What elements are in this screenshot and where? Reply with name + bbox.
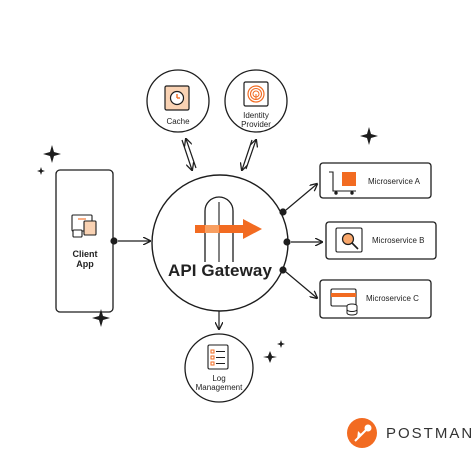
microservice-a-node bbox=[319, 162, 432, 199]
sparkle-icon bbox=[37, 167, 45, 175]
microservice-c-label: Microservice C bbox=[366, 294, 419, 303]
stopwatch-icon bbox=[164, 85, 190, 111]
postman-logo-icon bbox=[347, 418, 377, 448]
microservice-b-label: Microservice B bbox=[372, 236, 425, 245]
client-app-label: Client App bbox=[60, 249, 110, 270]
gateway-microservice-b-connector bbox=[283, 238, 322, 245]
cart-icon bbox=[329, 171, 356, 195]
api-gateway-label: API Gateway bbox=[167, 261, 273, 280]
client-app-label-line2: App bbox=[76, 259, 94, 270]
microservice-a-label: Microservice A bbox=[368, 177, 421, 186]
gateway-microservice-c-connector bbox=[279, 266, 317, 298]
devices-icon bbox=[71, 214, 97, 238]
fingerprint-icon bbox=[243, 81, 269, 107]
identity-gateway-connector bbox=[242, 140, 256, 170]
log-management-label-line1: Log bbox=[212, 374, 226, 383]
api-gateway-node bbox=[151, 174, 289, 312]
microservice-b-node bbox=[325, 221, 437, 260]
sparkle-icon bbox=[360, 127, 378, 145]
identity-provider-label-line2: Provider bbox=[241, 120, 271, 130]
log-management-node bbox=[184, 333, 254, 403]
sparkle-icon bbox=[43, 145, 61, 163]
cache-node bbox=[146, 69, 210, 133]
checklist-icon bbox=[207, 344, 229, 370]
identity-provider-node bbox=[224, 69, 288, 133]
gateway-microservice-a-connector bbox=[279, 184, 317, 216]
cache-gateway-connector bbox=[181, 139, 197, 170]
client-gateway-connector bbox=[110, 237, 150, 244]
sparkle-icon bbox=[277, 340, 285, 348]
microservice-c-node bbox=[319, 279, 432, 319]
log-management-label-line2: Management bbox=[195, 383, 243, 393]
magnifier-icon bbox=[335, 227, 363, 253]
log-management-label: Log Management bbox=[190, 374, 248, 392]
client-app-label-line1: Client bbox=[72, 249, 98, 259]
card-database-icon bbox=[330, 288, 358, 316]
gateway-arch-icon bbox=[195, 196, 262, 262]
postman-wordmark: POSTMAN bbox=[386, 425, 474, 442]
identity-provider-label-line1: Identity bbox=[243, 111, 269, 120]
sparkle-icon bbox=[263, 351, 277, 363]
cache-label: Cache bbox=[166, 117, 190, 126]
sparkle-icon bbox=[92, 309, 110, 327]
client-app-node bbox=[55, 169, 114, 313]
identity-provider-label: Identity Provider bbox=[232, 111, 280, 129]
